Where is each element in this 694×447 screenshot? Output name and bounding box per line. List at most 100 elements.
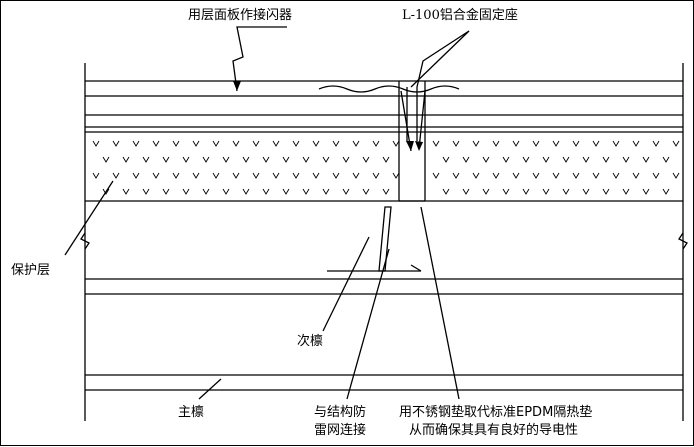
protective-layer-leader bbox=[64, 180, 114, 256]
insulation-mark bbox=[252, 140, 260, 147]
flashing-arrowhead bbox=[233, 81, 241, 91]
insulation-mark bbox=[572, 140, 580, 147]
insulation-mark bbox=[272, 140, 280, 147]
insulation-mark bbox=[172, 140, 180, 147]
insulation-mark bbox=[592, 140, 600, 147]
insulation-mark bbox=[492, 140, 500, 147]
insulation-mark bbox=[202, 156, 210, 163]
gasket-leader bbox=[420, 206, 460, 400]
insulation-mark bbox=[362, 156, 370, 163]
insulation-mark bbox=[622, 188, 630, 195]
insulation-mark bbox=[572, 172, 580, 179]
insulation-mark bbox=[162, 188, 170, 195]
insulation-mark bbox=[622, 156, 630, 163]
insulation-mark bbox=[452, 172, 460, 179]
insulation-mark bbox=[512, 172, 520, 179]
gasket-label-line2: 从而确保其具有良好的导电性 bbox=[409, 423, 579, 438]
insulation-mark bbox=[322, 156, 330, 163]
insulation-mark bbox=[152, 172, 160, 179]
insulation-mark bbox=[202, 188, 210, 195]
insulation-mark bbox=[612, 172, 620, 179]
insulation-mark bbox=[102, 188, 110, 195]
insulation-mark bbox=[352, 140, 360, 147]
secondary-purlin-leader bbox=[322, 236, 370, 332]
insulation-mark bbox=[232, 140, 240, 147]
base-plate-end bbox=[410, 264, 422, 272]
protective-layer-label: 保护层 bbox=[11, 263, 51, 278]
main-purlin-label: 主檩 bbox=[178, 405, 205, 420]
insulation-mark bbox=[222, 156, 230, 163]
insulation-mark bbox=[152, 140, 160, 147]
insulation-mark bbox=[102, 156, 110, 163]
insulation-mark bbox=[142, 188, 150, 195]
insulation-mark bbox=[392, 172, 400, 179]
main-purlin-leader bbox=[198, 378, 222, 400]
insulation-mark bbox=[112, 172, 120, 179]
insulation-mark bbox=[632, 140, 640, 147]
insulation-mark bbox=[382, 188, 390, 195]
insulation-mark bbox=[242, 156, 250, 163]
insulation-mark bbox=[132, 172, 140, 179]
insulation-mark bbox=[262, 188, 270, 195]
insulation-mark bbox=[602, 188, 610, 195]
insulation-mark bbox=[432, 140, 440, 147]
insulation-mark bbox=[642, 188, 650, 195]
insulation-mark bbox=[522, 156, 530, 163]
insulation-mark bbox=[112, 140, 120, 147]
insulation-mark bbox=[592, 172, 600, 179]
insulation-mark bbox=[522, 188, 530, 195]
bracket-leader-2 bbox=[410, 30, 470, 88]
insulation-mark bbox=[162, 156, 170, 163]
bracket-leader-1 bbox=[416, 30, 470, 88]
lightning-net-label-line1: 与结构防 bbox=[314, 405, 367, 420]
insulation-mark bbox=[562, 188, 570, 195]
insulation-mark bbox=[312, 140, 320, 147]
insulation-mark bbox=[332, 140, 340, 147]
insulation-mark bbox=[382, 156, 390, 163]
insulation-mark bbox=[332, 172, 340, 179]
insulation-mark bbox=[182, 188, 190, 195]
insulation-mark bbox=[322, 188, 330, 195]
flashing-label: 用层面板作接闪器 bbox=[188, 8, 293, 23]
insulation-mark bbox=[92, 172, 100, 179]
insulation-mark bbox=[442, 188, 450, 195]
gasket-label-line1: 用不锈钢垫取代标准EPDM隔热垫 bbox=[399, 405, 593, 420]
insulation-mark bbox=[492, 172, 500, 179]
bracket-arrowhead-right bbox=[415, 141, 423, 151]
insulation-mark bbox=[672, 140, 680, 147]
insulation-mark bbox=[372, 172, 380, 179]
bracket-arrow-line-right bbox=[418, 90, 426, 150]
right-break-mark bbox=[678, 232, 688, 250]
bracket-arrowhead-left bbox=[406, 141, 414, 151]
insulation-pattern bbox=[92, 140, 680, 195]
insulation-mark bbox=[602, 156, 610, 163]
insulation-mark bbox=[662, 188, 670, 195]
insulation-mark bbox=[612, 140, 620, 147]
insulation-mark bbox=[502, 188, 510, 195]
insulation-mark bbox=[552, 172, 560, 179]
insulation-mark bbox=[542, 156, 550, 163]
insulation-mark bbox=[462, 188, 470, 195]
insulation-mark bbox=[142, 156, 150, 163]
insulation-mark bbox=[262, 156, 270, 163]
insulation-mark bbox=[292, 172, 300, 179]
secondary-purlin-label: 次檩 bbox=[297, 334, 324, 349]
insulation-mark bbox=[582, 188, 590, 195]
insulation-mark bbox=[552, 140, 560, 147]
insulation-mark bbox=[462, 156, 470, 163]
insulation-mark bbox=[432, 172, 440, 179]
insulation-mark bbox=[482, 188, 490, 195]
insulation-mark bbox=[212, 140, 220, 147]
insulation-mark bbox=[642, 156, 650, 163]
flashing-leader bbox=[232, 26, 287, 92]
insulation-mark bbox=[232, 172, 240, 179]
insulation-mark bbox=[502, 156, 510, 163]
insulation-mark bbox=[472, 172, 480, 179]
insulation-mark bbox=[452, 140, 460, 147]
insulation-mark bbox=[182, 156, 190, 163]
insulation-mark bbox=[562, 156, 570, 163]
insulation-mark bbox=[442, 156, 450, 163]
insulation-mark bbox=[672, 172, 680, 179]
insulation-mark bbox=[372, 140, 380, 147]
